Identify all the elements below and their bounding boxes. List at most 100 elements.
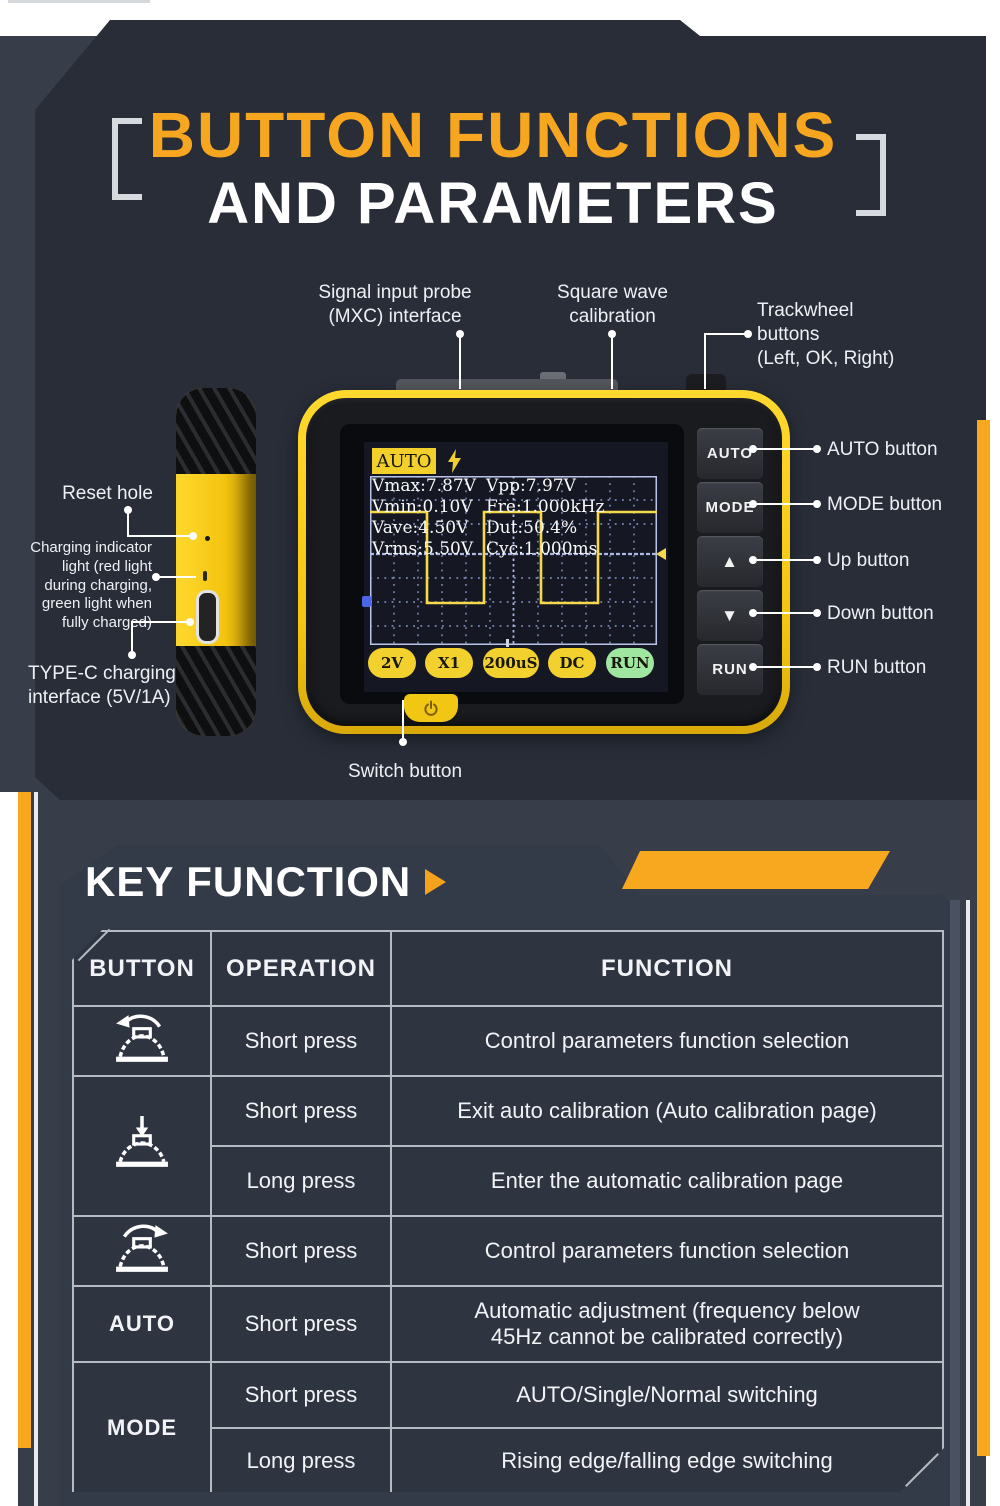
- ribbed-bottom: [176, 646, 256, 736]
- power-icon: [424, 700, 438, 716]
- callout-dot: [189, 532, 197, 540]
- operation-cell: Short press: [211, 1006, 391, 1076]
- usb-c-port: [196, 590, 219, 644]
- callout-dot: [128, 651, 136, 659]
- col-header-function: FUNCTION: [391, 931, 943, 1006]
- right-edge-band: [950, 900, 960, 1506]
- operation-cell: Short press: [211, 1076, 391, 1146]
- callout-dot: [399, 738, 407, 746]
- callout-dot: [813, 609, 821, 617]
- operation-cell: Short press: [211, 1286, 391, 1362]
- callout-line: [156, 576, 196, 578]
- reset-hole: [205, 536, 210, 541]
- operation-cell: Long press: [211, 1146, 391, 1216]
- down-key[interactable]: ▼: [697, 590, 763, 641]
- probe-mult-badge[interactable]: X1: [425, 648, 473, 678]
- waveform-plot: [370, 476, 657, 645]
- callout-dot: [456, 330, 464, 338]
- callout-charging-indicator: Charging indicator light (red light duri…: [30, 539, 152, 631]
- coupling-badge[interactable]: DC: [548, 648, 596, 678]
- callout-up: Up button: [827, 550, 910, 571]
- arrow-right-icon: [425, 869, 447, 895]
- callout-dot: [749, 609, 757, 617]
- trigger-mode-tab: AUTO: [372, 448, 436, 474]
- volts-div-badge[interactable]: 2V: [368, 648, 416, 678]
- callout-dot: [749, 663, 757, 671]
- callout-square-wave: Square wave calibration: [557, 282, 668, 327]
- key-function-table-wrap: BUTTON OPERATION FUNCTION Short press Co…: [72, 930, 944, 1492]
- right-edge-line: [966, 900, 970, 1506]
- left-edge-orange-stripe: [18, 792, 31, 1448]
- screen-display: AUTO Vmax:7.87V: [362, 442, 668, 692]
- trigger-position-tick: [506, 639, 509, 647]
- callout-line: [704, 333, 706, 389]
- callout-dot: [749, 445, 757, 453]
- callout-dot: [813, 500, 821, 508]
- charging-indicator-light: [203, 571, 207, 581]
- callout-dot: [749, 556, 757, 564]
- operation-cell: Long press: [211, 1428, 391, 1493]
- callout-dot: [186, 618, 194, 626]
- callout-dot: [813, 663, 821, 671]
- right-bracket-icon: [856, 134, 886, 216]
- callout-reset-hole: Reset hole: [62, 483, 153, 504]
- callout-dot: [813, 445, 821, 453]
- function-cell: Control parameters function selection: [391, 1006, 943, 1076]
- right-edge-orange-stripe: [977, 420, 990, 1456]
- graticule-border: [370, 476, 657, 645]
- callout-switch: Switch button: [347, 761, 463, 782]
- function-cell: Enter the automatic calibration page: [391, 1146, 943, 1216]
- device-side-view: [176, 388, 256, 736]
- callout-line: [459, 333, 461, 389]
- function-cell: AUTO/Single/Normal switching: [391, 1362, 943, 1428]
- callout-line: [704, 333, 748, 335]
- grid-lines: [370, 476, 657, 645]
- auto-key[interactable]: AUTO: [697, 428, 763, 479]
- operation-cell: Short press: [211, 1216, 391, 1286]
- callout-line: [753, 612, 817, 614]
- key-function-heading: KEY FUNCTION: [85, 858, 447, 906]
- run-state-badge[interactable]: RUN: [606, 648, 654, 678]
- col-header-operation: OPERATION: [211, 931, 391, 1006]
- trackwheel-press-icon: [73, 1076, 211, 1216]
- callout-dot: [608, 330, 616, 338]
- callout-line: [127, 509, 129, 537]
- left-bracket-icon: [112, 118, 142, 200]
- callout-type-c: TYPE-C charging interface (5V/1A): [28, 663, 176, 708]
- callout-trackwheel: Trackwheel buttons (Left, OK, Right): [757, 300, 895, 369]
- operation-cell: Short press: [211, 1362, 391, 1428]
- function-cell: Control parameters function selection: [391, 1216, 943, 1286]
- left-edge-line: [34, 792, 38, 1506]
- callout-line: [753, 448, 817, 450]
- callout-mode: MODE button: [827, 494, 943, 515]
- orange-accent-bar: [622, 851, 890, 889]
- function-cell: Exit auto calibration (Auto calibration …: [391, 1076, 943, 1146]
- square-wave-trace: [370, 510, 657, 605]
- power-switch-button[interactable]: [404, 694, 458, 722]
- status-bar: 2V X1 200uS DC RUN: [364, 648, 668, 678]
- left-edge-white-stripe: [0, 792, 18, 1506]
- trackwheel[interactable]: [686, 374, 726, 392]
- callout-line: [127, 535, 193, 537]
- run-key[interactable]: RUN: [697, 644, 763, 695]
- calibration-pad: [540, 372, 566, 381]
- channel-position-marker: [362, 596, 371, 607]
- key-function-table: BUTTON OPERATION FUNCTION Short press Co…: [72, 930, 944, 1494]
- time-div-badge[interactable]: 200uS: [483, 648, 539, 678]
- callout-dot: [813, 556, 821, 564]
- callout-line: [611, 333, 613, 389]
- auto-button-cell: AUTO: [73, 1286, 211, 1362]
- callout-run: RUN button: [827, 657, 927, 678]
- trackwheel-rotate-left-icon: [73, 1006, 211, 1076]
- callout-auto: AUTO button: [827, 439, 938, 460]
- trigger-level-marker: [656, 548, 666, 560]
- trackwheel-rotate-right-icon: [73, 1216, 211, 1286]
- callout-line: [402, 700, 404, 742]
- callout-dot: [744, 330, 752, 338]
- key-function-title: KEY FUNCTION: [85, 858, 412, 905]
- ribbed-top: [176, 388, 256, 474]
- oscilloscope-screen: AUTO Vmax:7.87V: [340, 424, 684, 704]
